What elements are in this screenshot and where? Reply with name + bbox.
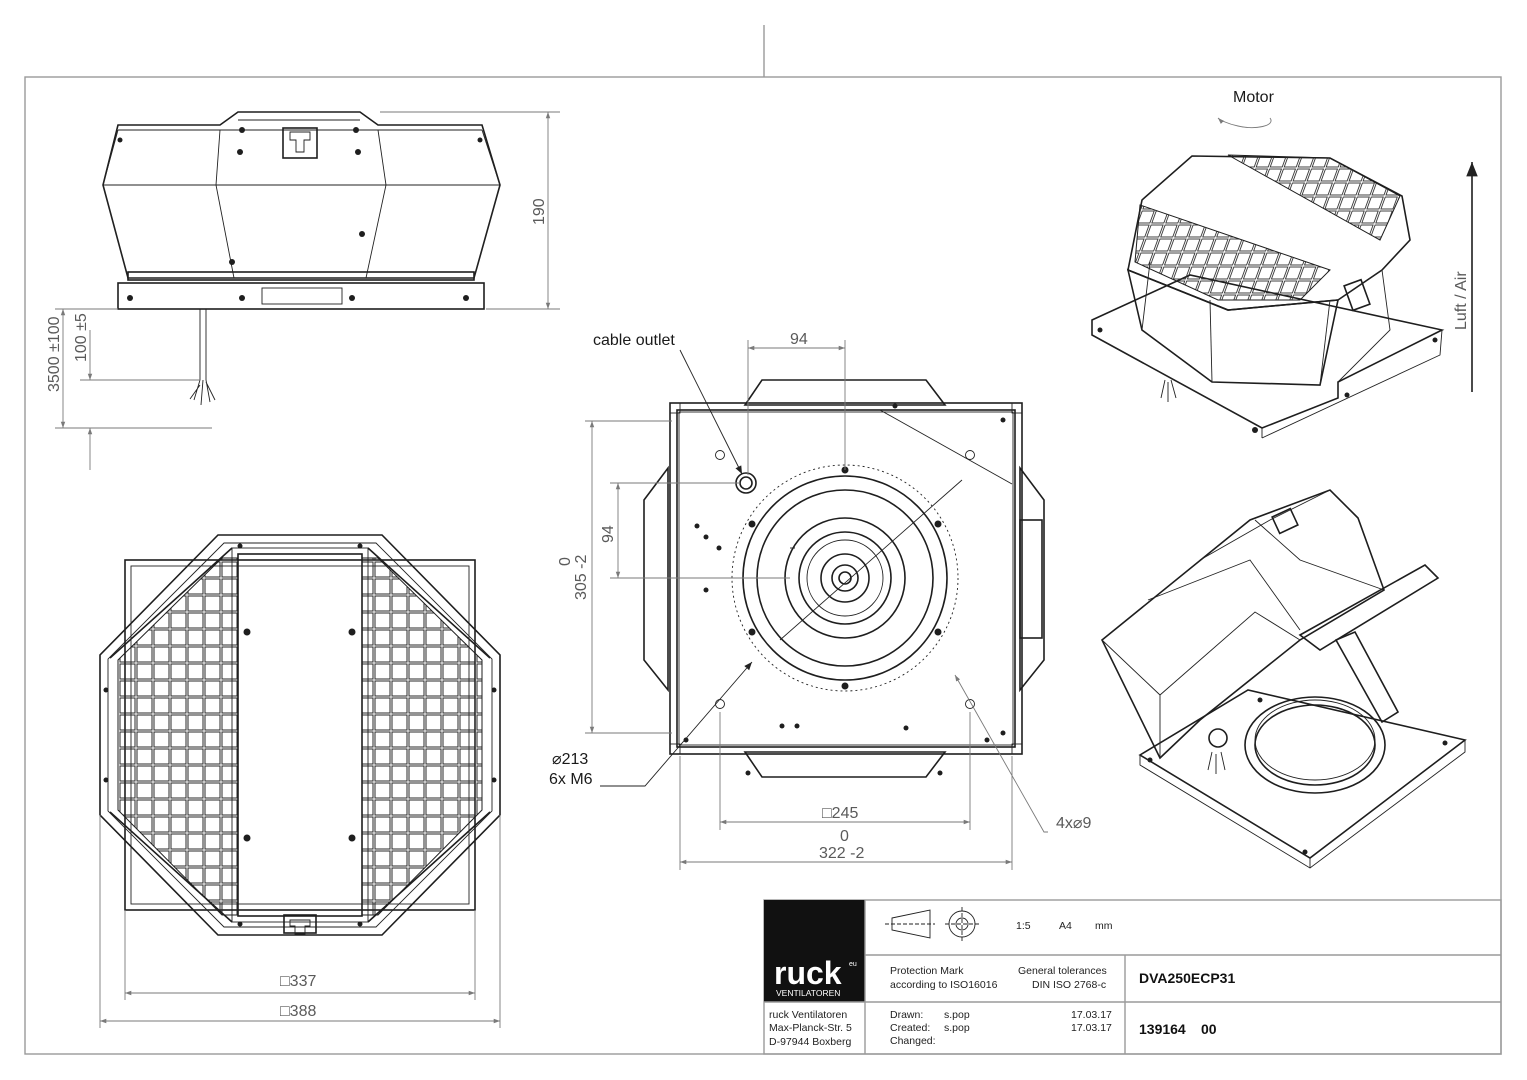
tolerances-line2: DIN ISO 2768-c bbox=[1032, 979, 1106, 991]
title-block bbox=[763, 899, 1502, 1055]
dim-side-94: 94 bbox=[600, 525, 617, 543]
dim-width-322: 322 -2 bbox=[819, 845, 864, 862]
company-name: ruck Ventilatoren bbox=[769, 1009, 847, 1021]
unit-value: mm bbox=[1095, 920, 1113, 932]
top-view-dimensions bbox=[99, 815, 501, 1028]
drawing-number: 139164 bbox=[1139, 1021, 1186, 1037]
scale-value: 1:5 bbox=[1016, 920, 1031, 932]
drawn-by: s.pop bbox=[944, 1009, 970, 1021]
model-number: DVA250ECP31 bbox=[1139, 970, 1235, 986]
tolerances-line1: General tolerances bbox=[1018, 965, 1107, 977]
dim-holes-4x9: 4x⌀9 bbox=[1056, 815, 1092, 832]
dim-height-190: 190 bbox=[531, 198, 548, 225]
dim-width-0: 0 bbox=[840, 828, 849, 845]
drawing-frame bbox=[24, 25, 1502, 1055]
front-view-dimensions bbox=[55, 111, 560, 470]
bottom-view-dimensions bbox=[585, 340, 1048, 870]
revision-number: 00 bbox=[1201, 1021, 1217, 1037]
front-view bbox=[102, 111, 501, 406]
dim-cable-3500: 3500 ±100 bbox=[46, 316, 63, 392]
cable-outlet-label: cable outlet bbox=[593, 332, 675, 349]
logo-sub: VENTILATOREN bbox=[776, 988, 840, 998]
logo-text: ruck bbox=[774, 955, 842, 991]
dim-top-94: 94 bbox=[790, 331, 808, 348]
dim-square-245: □245 bbox=[822, 805, 858, 822]
iso-view-open bbox=[1101, 489, 1467, 869]
iso-view-top bbox=[1091, 117, 1478, 439]
drawn-label: Drawn: bbox=[890, 1009, 923, 1021]
air-label: Luft / Air bbox=[1453, 271, 1470, 330]
dim-square-388: □388 bbox=[280, 1003, 316, 1020]
drawn-date: 17.03.17 bbox=[1071, 1009, 1112, 1021]
logo-superscript: eu bbox=[849, 961, 857, 968]
dim-height-305: 305 -2 bbox=[573, 555, 590, 600]
created-label: Created: bbox=[890, 1022, 930, 1034]
company-street: Max-Planck-Str. 5 bbox=[769, 1022, 852, 1034]
motor-label: Motor bbox=[1233, 89, 1275, 106]
dim-diameter-213: ⌀213 bbox=[552, 751, 588, 768]
paper-size: A4 bbox=[1059, 920, 1072, 932]
dim-cable-100: 100 ±5 bbox=[73, 313, 90, 362]
dim-square-337: □337 bbox=[280, 973, 316, 990]
dim-height-0: 0 bbox=[557, 557, 574, 566]
top-view bbox=[99, 534, 501, 936]
created-by: s.pop bbox=[944, 1022, 970, 1034]
dim-six-m6: 6x M6 bbox=[549, 771, 593, 788]
created-date: 17.03.17 bbox=[1071, 1022, 1112, 1034]
protection-mark-line1: Protection Mark bbox=[890, 965, 964, 977]
company-city: D-97944 Boxberg bbox=[769, 1036, 851, 1048]
changed-label: Changed: bbox=[890, 1035, 936, 1047]
protection-mark-line2: according to ISO16016 bbox=[890, 979, 998, 991]
